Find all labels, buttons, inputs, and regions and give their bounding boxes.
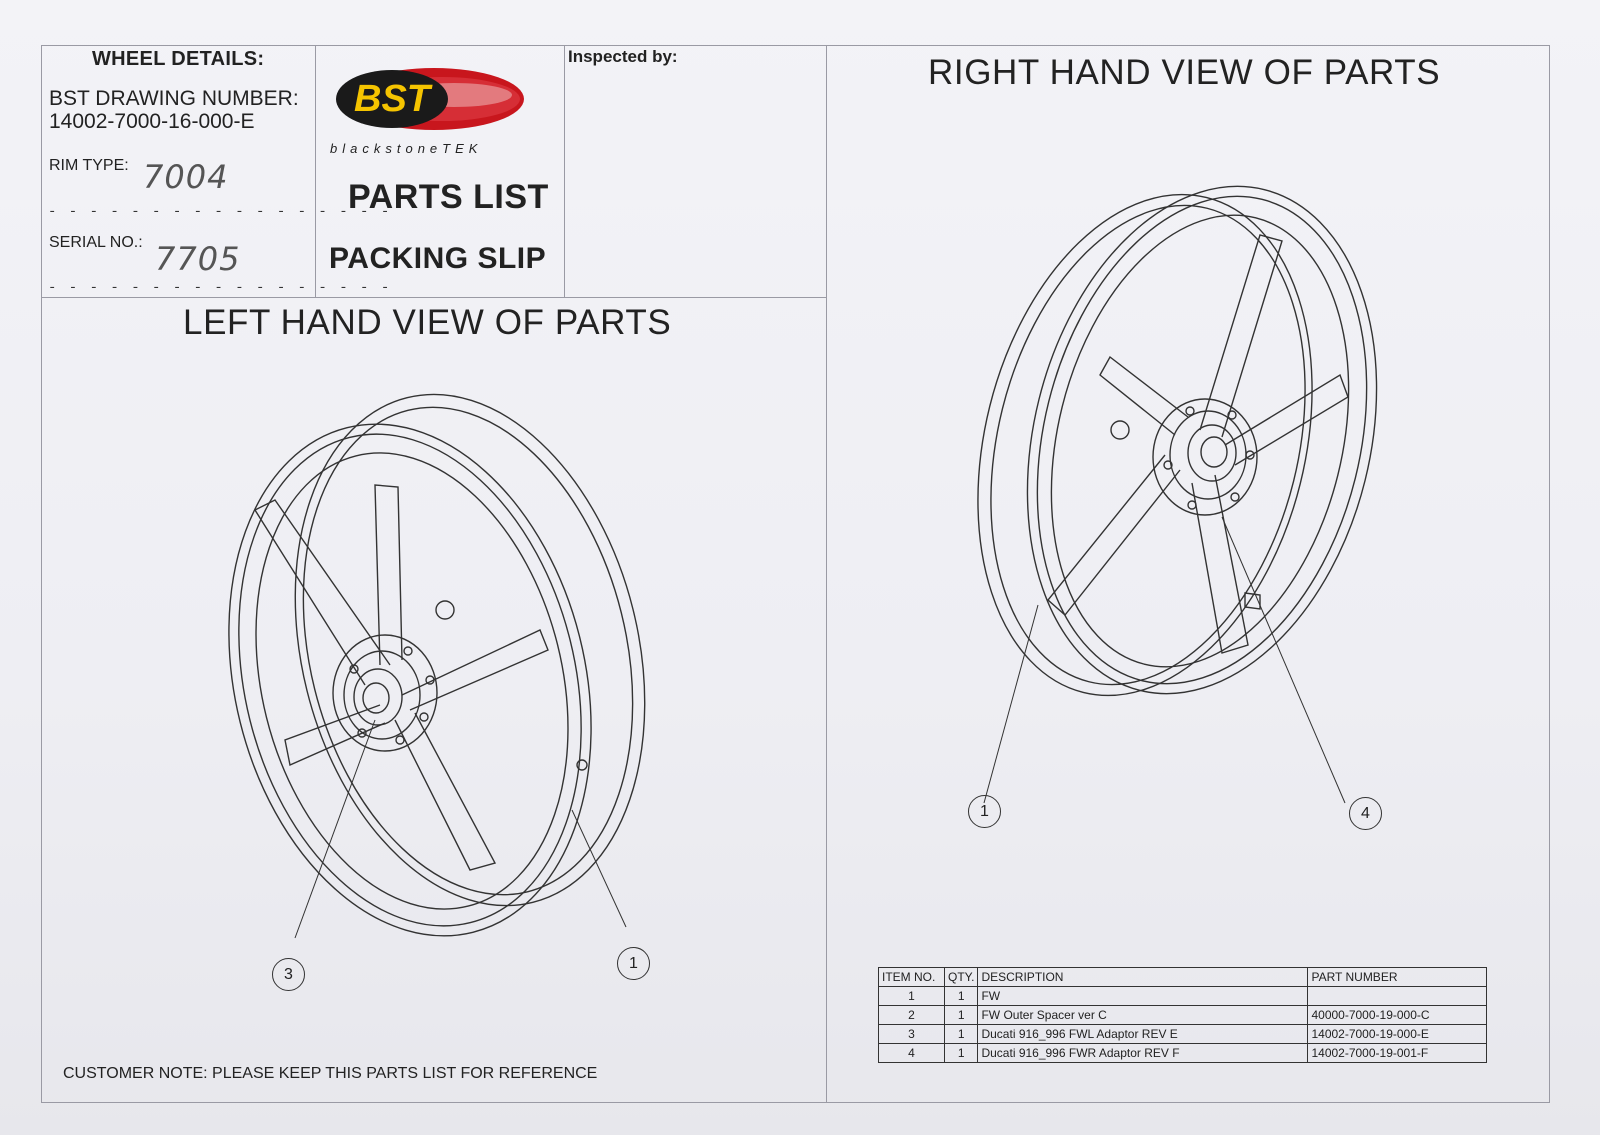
bst-logo: BST bbox=[336, 68, 524, 130]
divider-header bbox=[41, 297, 827, 298]
table-header-row: ITEM NO. QTY. DESCRIPTION PART NUMBER bbox=[878, 967, 1487, 987]
table-row: 3 1 Ducati 916_996 FWL Adaptor REV E 140… bbox=[878, 1024, 1487, 1044]
wheel-details-title: WHEEL DETAILS: bbox=[92, 48, 265, 70]
table-row: 2 1 FW Outer Spacer ver C 40000-7000-19-… bbox=[878, 1005, 1487, 1025]
callout-bubble: 3 bbox=[272, 958, 305, 991]
callout-bubble: 1 bbox=[617, 947, 650, 980]
description-cell: FW Outer Spacer ver C bbox=[977, 1005, 1309, 1025]
serial-value: 7705 bbox=[155, 240, 241, 278]
parts-list-title: PARTS LIST bbox=[348, 178, 549, 216]
rim-type-label: RIM TYPE: bbox=[49, 157, 129, 174]
rim-type-underline: - - - - - - - - - - - - - - - - - bbox=[48, 204, 392, 220]
column-header-description: DESCRIPTION bbox=[977, 967, 1309, 987]
drawing-number-label: BST DRAWING NUMBER: bbox=[49, 87, 299, 110]
divider-title-block bbox=[564, 45, 565, 298]
serial-label: SERIAL NO.: bbox=[49, 234, 143, 251]
drawing-number: 14002-7000-16-000-E bbox=[49, 110, 255, 133]
qty-cell: 1 bbox=[943, 986, 979, 1006]
part-number-cell bbox=[1307, 986, 1487, 1006]
qty-cell: 1 bbox=[943, 1043, 979, 1063]
qty-cell: 1 bbox=[943, 1005, 979, 1025]
logo-tagline: blackstoneTEK bbox=[330, 141, 483, 156]
item-no-cell: 2 bbox=[878, 1005, 945, 1025]
inspected-by-label: Inspected by: bbox=[568, 47, 678, 66]
divider-details bbox=[315, 45, 316, 298]
column-header-part-number: PART NUMBER bbox=[1307, 967, 1487, 987]
callout-bubble: 1 bbox=[968, 795, 1001, 828]
description-cell: Ducati 916_996 FWR Adaptor REV F bbox=[977, 1043, 1309, 1063]
customer-note: CUSTOMER NOTE: PLEASE KEEP THIS PARTS LI… bbox=[63, 1065, 598, 1082]
part-number-cell: 14002-7000-19-000-E bbox=[1307, 1024, 1487, 1044]
part-number-cell: 40000-7000-19-000-C bbox=[1307, 1005, 1487, 1025]
parts-table: ITEM NO. QTY. DESCRIPTION PART NUMBER 1 … bbox=[878, 967, 1487, 1063]
table-row: 1 1 FW bbox=[878, 986, 1487, 1006]
rim-type-value: 7004 bbox=[143, 158, 229, 196]
qty-cell: 1 bbox=[943, 1024, 979, 1044]
right-view-title: RIGHT HAND VIEW OF PARTS bbox=[928, 53, 1441, 92]
left-view-title: LEFT HAND VIEW OF PARTS bbox=[183, 303, 672, 342]
part-number-cell: 14002-7000-19-001-F bbox=[1307, 1043, 1487, 1063]
column-header-qty: QTY. bbox=[943, 967, 979, 987]
table-row: 4 1 Ducati 916_996 FWR Adaptor REV F 140… bbox=[878, 1043, 1487, 1063]
callout-bubble: 4 bbox=[1349, 797, 1382, 830]
item-no-cell: 4 bbox=[878, 1043, 945, 1063]
packing-slip-title: PACKING SLIP bbox=[329, 242, 547, 275]
item-no-cell: 3 bbox=[878, 1024, 945, 1044]
serial-underline: - - - - - - - - - - - - - - - - - bbox=[48, 280, 392, 296]
description-cell: Ducati 916_996 FWL Adaptor REV E bbox=[977, 1024, 1309, 1044]
item-no-cell: 1 bbox=[878, 986, 945, 1006]
drawing-border bbox=[41, 45, 1550, 1103]
left-wheel-drawing bbox=[228, 393, 646, 939]
divider-views bbox=[826, 45, 827, 1103]
right-wheel-drawing bbox=[977, 185, 1378, 804]
bst-logo-text: BST bbox=[354, 78, 433, 120]
description-cell: FW bbox=[977, 986, 1309, 1006]
column-header-item-no: ITEM NO. bbox=[878, 967, 945, 987]
